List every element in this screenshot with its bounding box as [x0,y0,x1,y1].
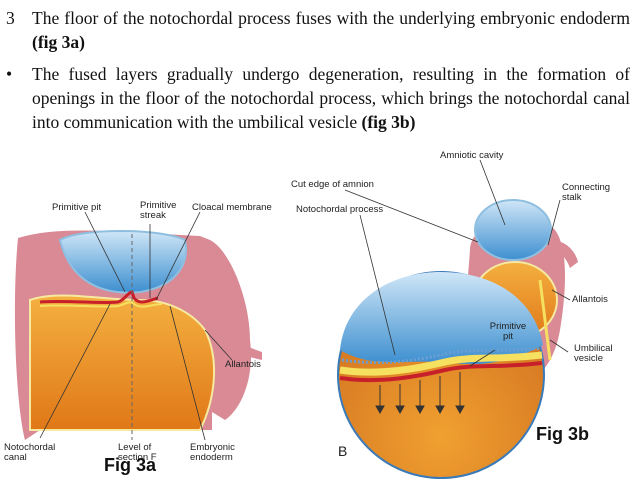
fig3b-label-umbilical-vesicle: Umbilical vesicle [574,343,613,364]
fig3b-diagram [337,159,578,479]
fig3a-label-allantois: Allantois [225,359,261,370]
fig3b-label-notochordal-process: Notochordal process [296,204,384,215]
fig3a-notochord [39,290,159,305]
fig3a-yolk [29,294,215,431]
fig3b-circle-amnion [340,272,543,365]
fig3b-label-connecting-stalk: Connecting stalk [562,182,611,203]
fig3b-letter: B [338,443,348,459]
fig3a-allantois-shape [188,320,262,360]
fig3a-label-notochordal-canal: Notochordal canal [4,442,56,463]
bullet-text: The fused layers gradually undergo degen… [32,64,630,132]
fig3a-label-primitive-pit: Primitive pit [52,202,102,213]
bullet-marker: • [6,64,13,84]
fig3b-notochord [339,361,543,383]
fig3a-caption: Fig 3a [104,455,157,475]
fig3b-label-primitive-pit: Primitive pit [489,321,527,342]
bullet-figure-ref: (fig 3b) [361,112,416,132]
fig3b-amniotic-cavity [474,199,552,261]
fig3a-label-cloacal-membrane: Cloacal membrane [192,202,272,213]
fig3b-arrows [375,372,465,415]
fig3a-amnion [58,230,187,294]
fig3a-label-primitive-streak: Primitive streak [140,200,177,221]
fig3a-diagram [14,211,262,441]
bullet-text: The floor of the notochordal process fus… [32,8,630,28]
fig3b-label-cut-edge-amnion: Cut edge of amnion [291,179,374,190]
bullet-marker: 3 [6,8,15,28]
bullet-1: 3 The floor of the notochordal process f… [6,6,630,54]
fig3b-label-amniotic-cavity: Amniotic cavity [440,150,504,161]
fig3b-label-allantois: Allantois [572,294,608,305]
bullet-2: • The fused layers gradually undergo deg… [6,62,630,134]
fig3a-label-level-of-section: Level of section F [118,442,157,463]
fig3a-endoderm [39,301,163,308]
fig3b-caption: Fig 3b [536,424,589,444]
bullet-figure-ref: (fig 3a) [32,32,85,52]
fig3a-label-embryonic-endoderm: Embryonic endoderm [190,442,235,463]
